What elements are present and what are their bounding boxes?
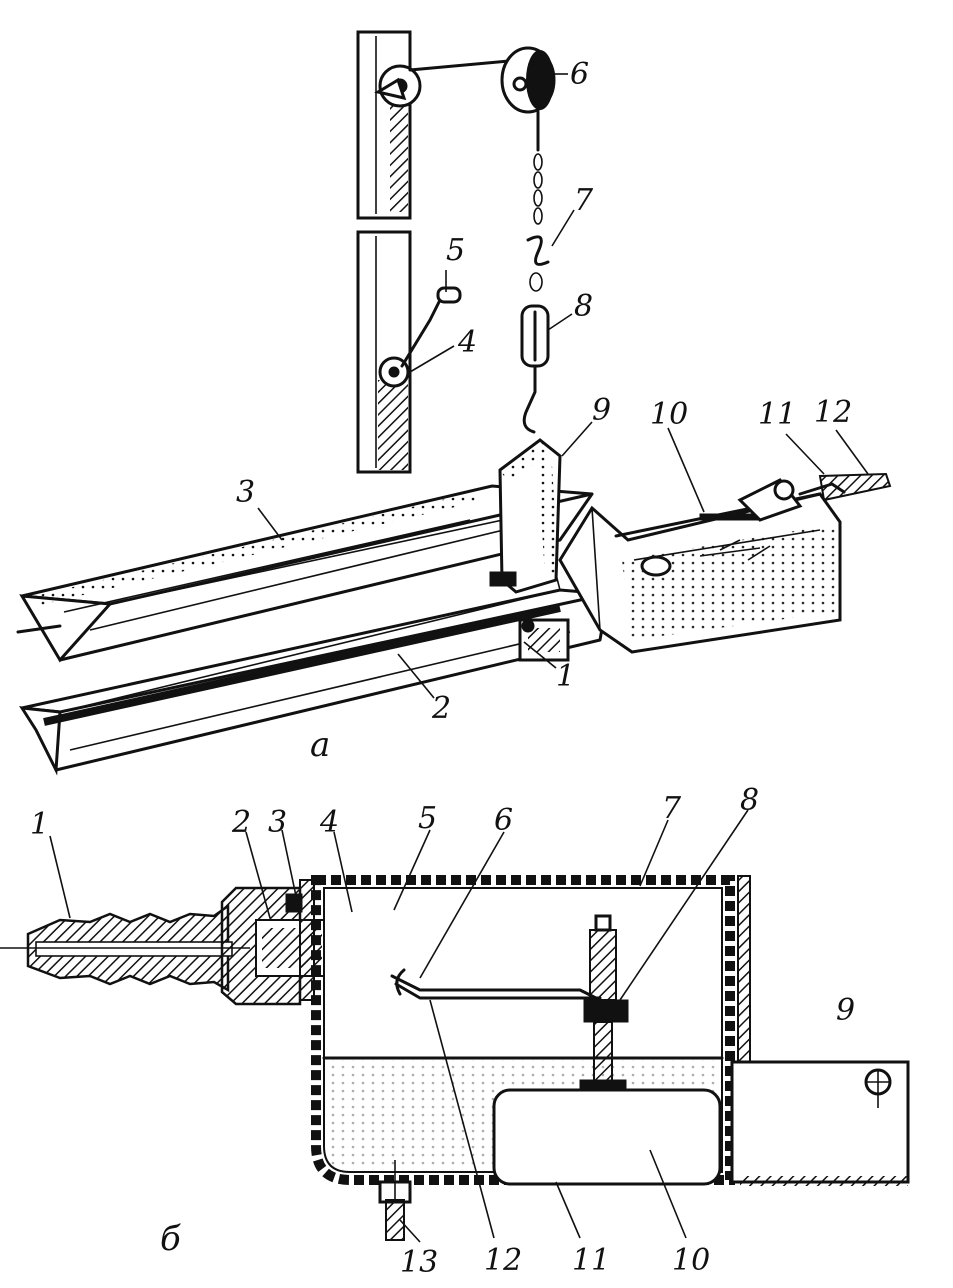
gas-control-box [558, 492, 842, 654]
figure-a-leaders [257, 73, 869, 699]
float-assembly [492, 914, 722, 1186]
fig-a-label-1: 1 [556, 659, 575, 694]
wall-post-upper [356, 30, 422, 220]
rope-to-pulley [408, 58, 522, 72]
fig-a-label-9: 9 [592, 393, 611, 428]
fig-b-label-11: 11 [572, 1243, 610, 1278]
chain [520, 153, 550, 434]
fig-b-label-3: 3 [268, 805, 287, 840]
fig-b-label-12: 12 [484, 1243, 522, 1278]
float [492, 1088, 722, 1186]
clamp [518, 618, 570, 662]
upper-trough [16, 484, 594, 663]
fig-a-label-4: 4 [457, 325, 477, 360]
fig-b-label-10: 10 [672, 1243, 710, 1278]
drain-plug [378, 1160, 412, 1241]
pulley-block [500, 46, 556, 152]
figure-b: 1 2 3 4 5 6 7 8 9 10 11 12 13 б [0, 783, 910, 1280]
fig-b-label-6: 6 [494, 803, 513, 838]
fig-a-label-5: 5 [446, 233, 465, 268]
fitting-body [220, 879, 327, 1006]
figure-a: 1 2 3 4 5 6 7 8 9 10 11 12 а [16, 30, 892, 776]
hose-nipple [0, 903, 250, 993]
fig-b-caption: б [160, 1219, 181, 1259]
fig-a-label-12: 12 [814, 395, 852, 430]
fig-b-label-7: 7 [662, 791, 682, 826]
fig-a-label-7: 7 [574, 183, 594, 218]
fig-a-label-3: 3 [236, 475, 255, 510]
figure-b-leaders [49, 809, 749, 1243]
wall-post-lower [356, 230, 462, 474]
fig-a-caption: а [310, 725, 330, 765]
outlet-box [730, 1060, 910, 1186]
fig-b-label-1: 1 [30, 807, 49, 842]
fig-a-label-2: 2 [431, 691, 451, 726]
fig-a-label-10: 10 [650, 397, 688, 432]
fig-b-label-8: 8 [740, 783, 759, 818]
valve-and-hose [737, 472, 892, 522]
fig-b-label-13: 13 [400, 1245, 438, 1280]
fig-b-label-4: 4 [319, 805, 339, 840]
fig-a-label-11: 11 [758, 397, 796, 432]
fig-b-label-5: 5 [418, 801, 437, 836]
fig-a-label-8: 8 [574, 289, 593, 324]
chain-hook [526, 235, 550, 266]
fig-a-label-6: 6 [570, 57, 589, 92]
fig-b-label-9: 9 [836, 993, 855, 1028]
vertical-support [489, 437, 562, 594]
fig-b-label-2: 2 [231, 805, 251, 840]
